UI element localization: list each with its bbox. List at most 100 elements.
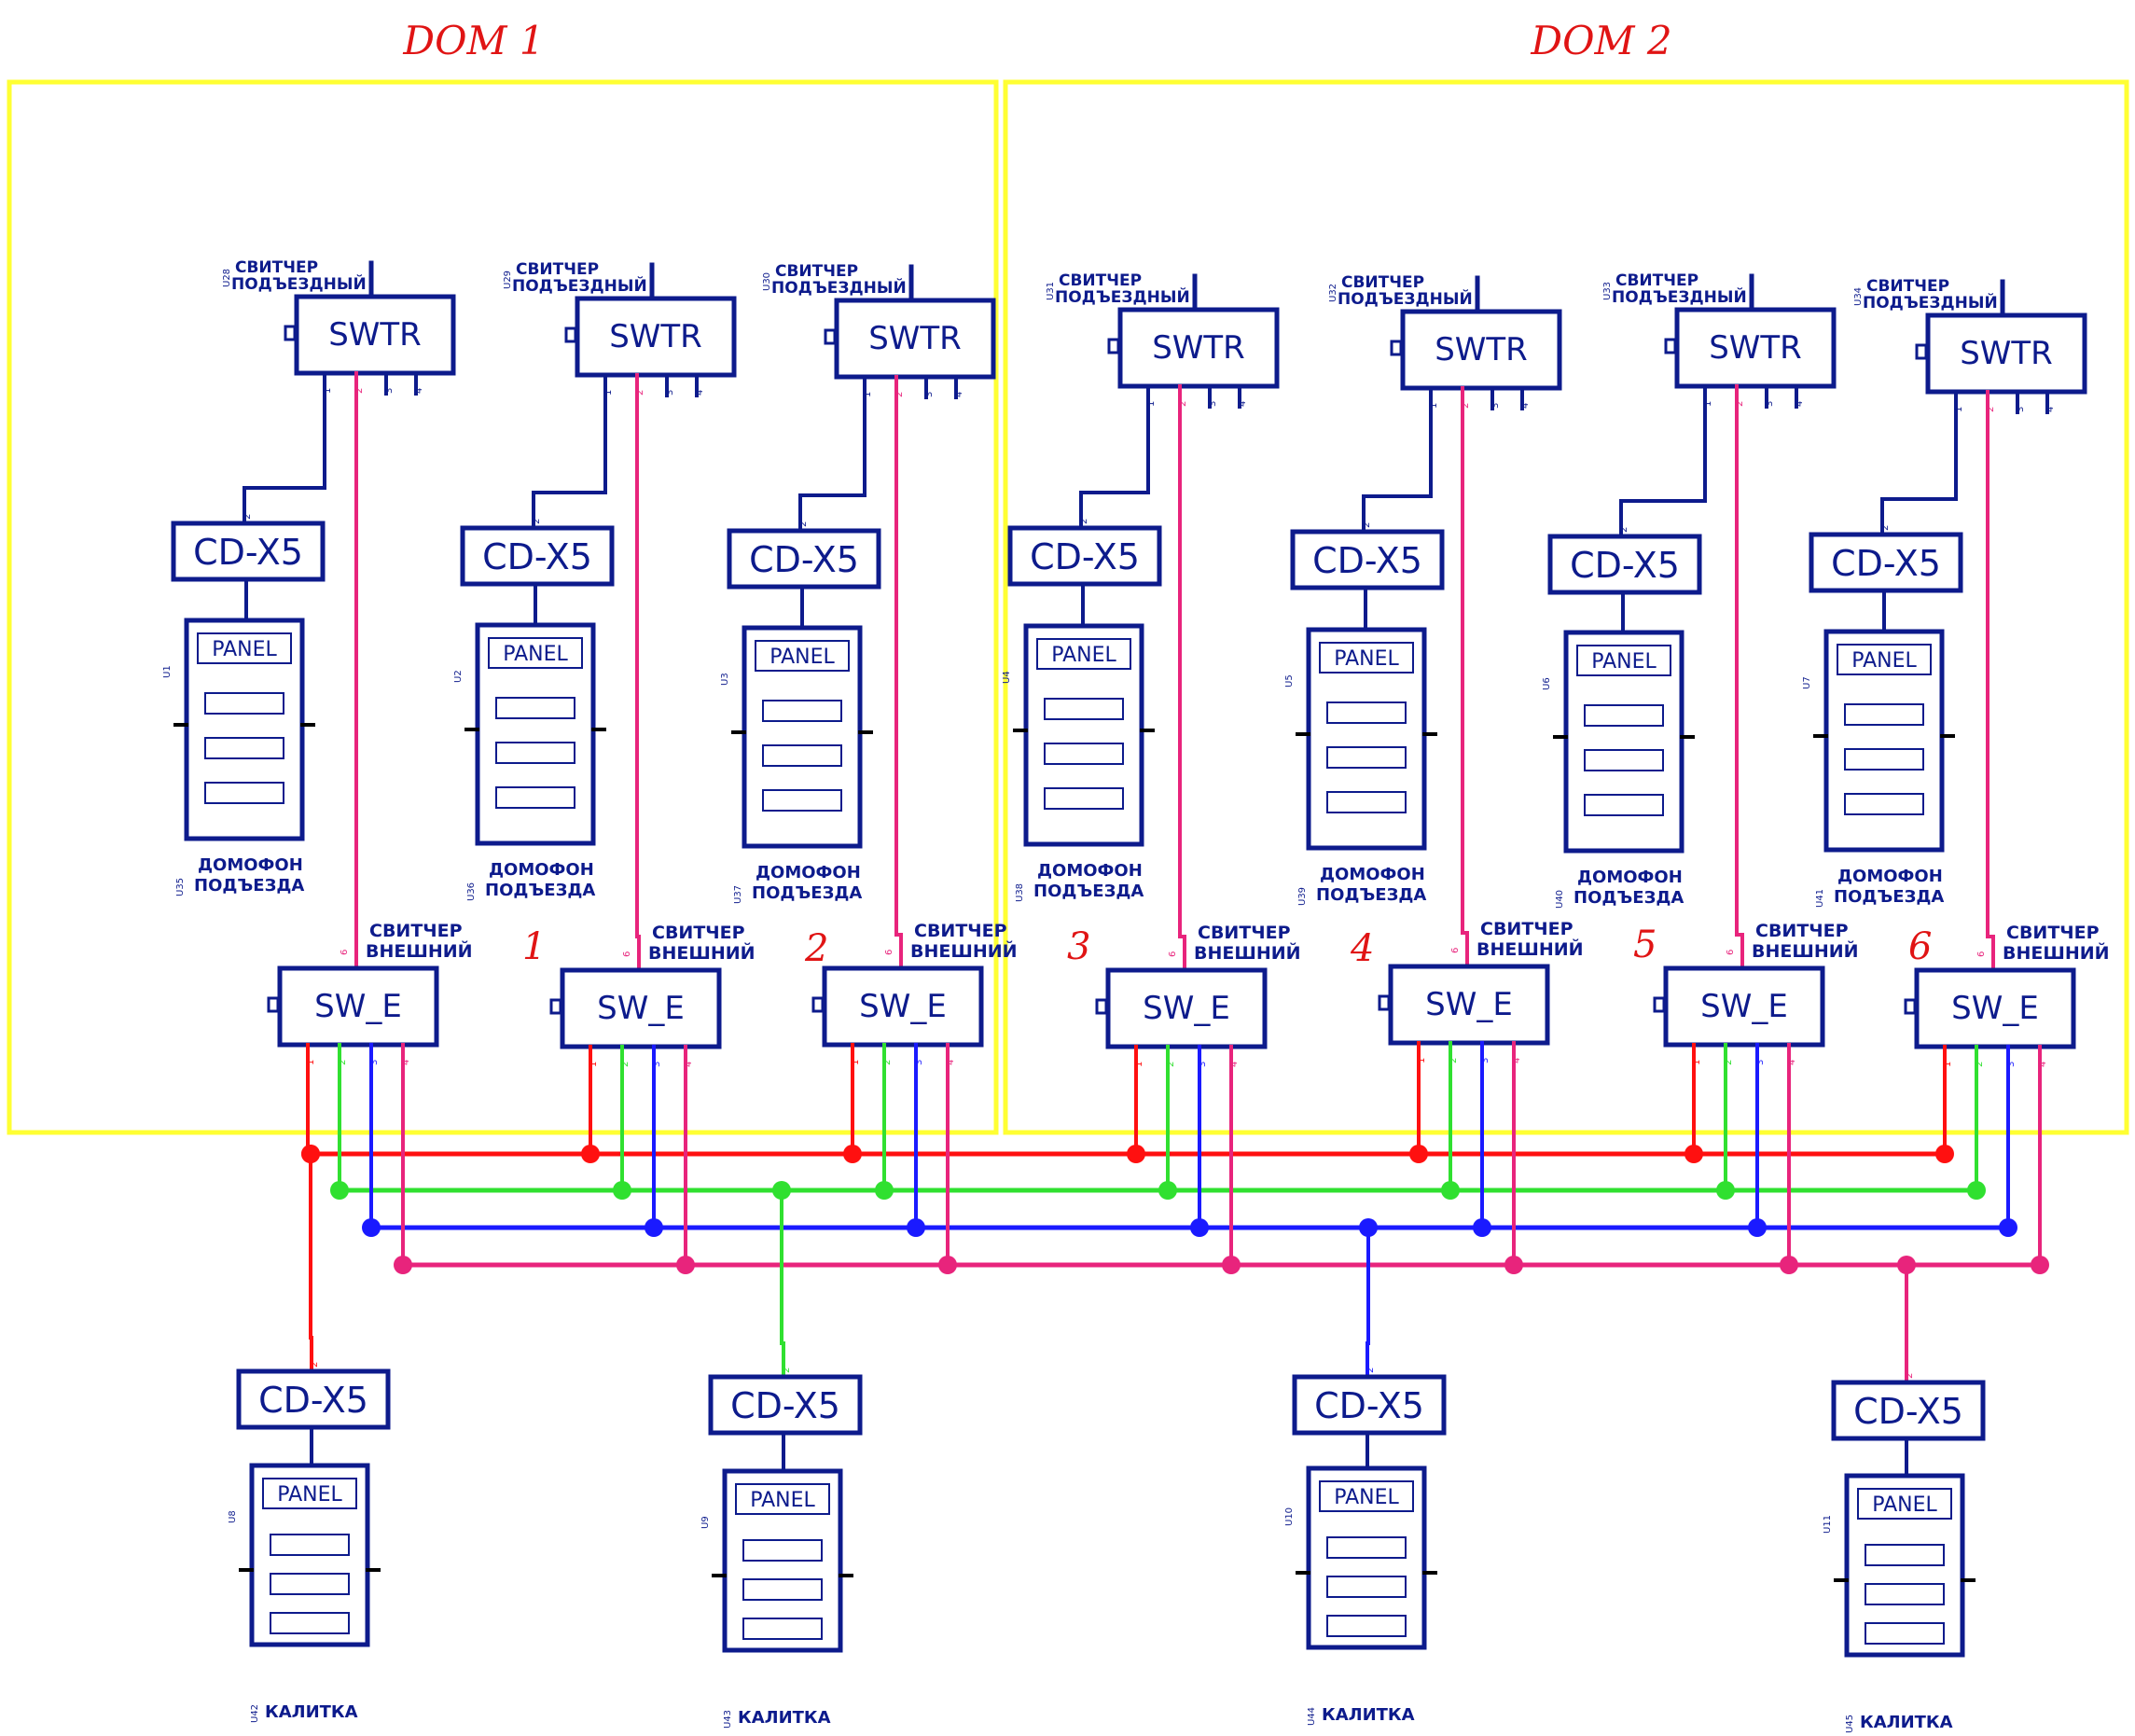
gate-caption: КАЛИТКА [1860,1713,1953,1732]
gate-cdx5-box [236,1368,391,1430]
junction-red [581,1145,600,1163]
swtr-ref: U33 [1602,282,1613,300]
swe-pin-label: 1 [306,1060,316,1065]
panel-label: PANEL [1591,650,1657,674]
panel-key [204,737,284,759]
wire-swe-top [1988,935,1995,970]
gate-cdx5-label: CD-X5 [1853,1391,1963,1432]
panel-label: PANEL [769,646,835,669]
gate-cdx5-label: CD-X5 [730,1385,840,1426]
swtr-pin-label: 1 [1146,401,1157,407]
intercom-ref: U37 [733,885,743,904]
junction-blue [1748,1218,1767,1237]
cdx5-label: CD-X5 [482,536,592,577]
junction-green [1716,1181,1735,1200]
swtr-pin-label: 3 [2016,407,2026,412]
gate-panel-key [742,1539,823,1562]
gate-ref: U42 [250,1704,260,1723]
house1-title: DOM 1 [402,18,544,63]
swe-caption-1: СВИТЧЕР [1480,919,1574,939]
gate-panel-key [270,1534,350,1556]
swtr-pin-label: 4 [1795,401,1805,407]
gate-cdx5-box [708,1374,863,1436]
swe-top-pin-label: 6 [1976,951,1987,957]
cdx5-label: CD-X5 [1312,540,1422,581]
swtr-caption-2: ПОДЪЕЗДНЫЙ [1055,286,1190,307]
swe-caption-2: ВНЕШНИЙ [648,942,756,964]
swtr-box [1925,312,2087,395]
swe-label: SW_E [1425,986,1513,1023]
swtr-ref: U31 [1046,282,1056,300]
gate-caption: КАЛИТКА [1322,1705,1415,1725]
swtr-pin-label: 4 [954,392,964,397]
wire-swtr-cdx5 [798,397,866,531]
panel-key [1844,703,1924,726]
gate-caption: КАЛИТКА [738,1708,831,1728]
swe-side-pin [267,996,280,1013]
junction-blue [1190,1218,1209,1237]
gate-panel-ref: U8 [228,1510,238,1523]
intercom-caption-1: ДОМОФОН [1577,868,1683,887]
wire-swtr-cdx5 [1362,409,1433,532]
swtr-pin-label: 1 [1703,401,1713,407]
panel-title-box [488,637,583,669]
swtr-pin-label: 2 [894,392,905,397]
junction-pink [938,1256,957,1274]
swe-pin-label: 4 [1229,1062,1240,1067]
cdx5-label: CD-X5 [193,532,303,573]
swe-caption-2: ВНЕШНИЙ [1476,938,1584,960]
swtr-pin-label: 1 [1954,407,1964,412]
gate-panel-key [270,1612,350,1634]
swe-top-pin-label: 6 [1168,951,1178,957]
swe-top-pin-label: 6 [622,951,632,957]
panel-key [762,744,842,767]
intercom-ref: U38 [1015,883,1025,902]
swe-box [277,965,439,1048]
swe-pin-label: 1 [1943,1062,1953,1067]
cdx5-box [171,521,326,582]
panel-title-box [755,640,850,672]
cdx5-box [1007,525,1162,587]
swe-box [1914,967,2076,1049]
swtr-pin-label: 3 [384,388,395,394]
swe-box [1663,965,1825,1048]
swe-caption-1: СВИТЧЕР [1198,923,1291,943]
swtr-caption-1: СВИТЧЕР [775,262,858,281]
intercom-caption-1: ДОМОФОН [1037,861,1143,881]
wire-swe-top [896,933,903,968]
wire-swe-top [1180,935,1186,970]
swe-caption-1: СВИТЧЕР [652,923,745,943]
intercom-caption-2: ПОДЪЕЗДА [1316,885,1426,905]
panel-key [1326,746,1407,769]
cdx5-pin-label: 2 [1880,525,1891,531]
swe-caption-2: ВНЕШНИЙ [1752,940,1859,962]
junction-green [1441,1181,1460,1200]
swe-caption-2: ВНЕШНИЙ [366,940,473,962]
swtr-label: SWTR [868,320,962,357]
swtr-pin-label: 2 [1178,401,1188,407]
swe-top-pin-label: 6 [884,950,894,955]
junction-blue [645,1218,663,1237]
intercom-caption-1: ДОМОФОН [198,855,303,875]
gate-junction [772,1181,791,1200]
panel-key [1584,794,1664,816]
swe-pin-label: 3 [652,1062,662,1067]
swe-pin-label: 2 [1975,1062,1985,1067]
intercom-ref: U35 [175,878,186,896]
entrance-number: 4 [1350,927,1374,970]
panel-ref: U5 [1284,674,1295,687]
swtr-label: SWTR [1709,329,1802,367]
swtr-ref: U28 [222,269,232,287]
swtr-box [1117,307,1280,389]
swtr-ref: U29 [503,271,513,289]
cdx5-pin-label: 2 [1619,527,1629,533]
swe-side-pin [1378,994,1391,1011]
gate-panel-key [1326,1576,1407,1598]
swe-pin-label: 2 [338,1060,348,1065]
swtr-caption-1: СВИТЧЕР [1866,277,1949,296]
swe-label: SW_E [314,988,402,1025]
